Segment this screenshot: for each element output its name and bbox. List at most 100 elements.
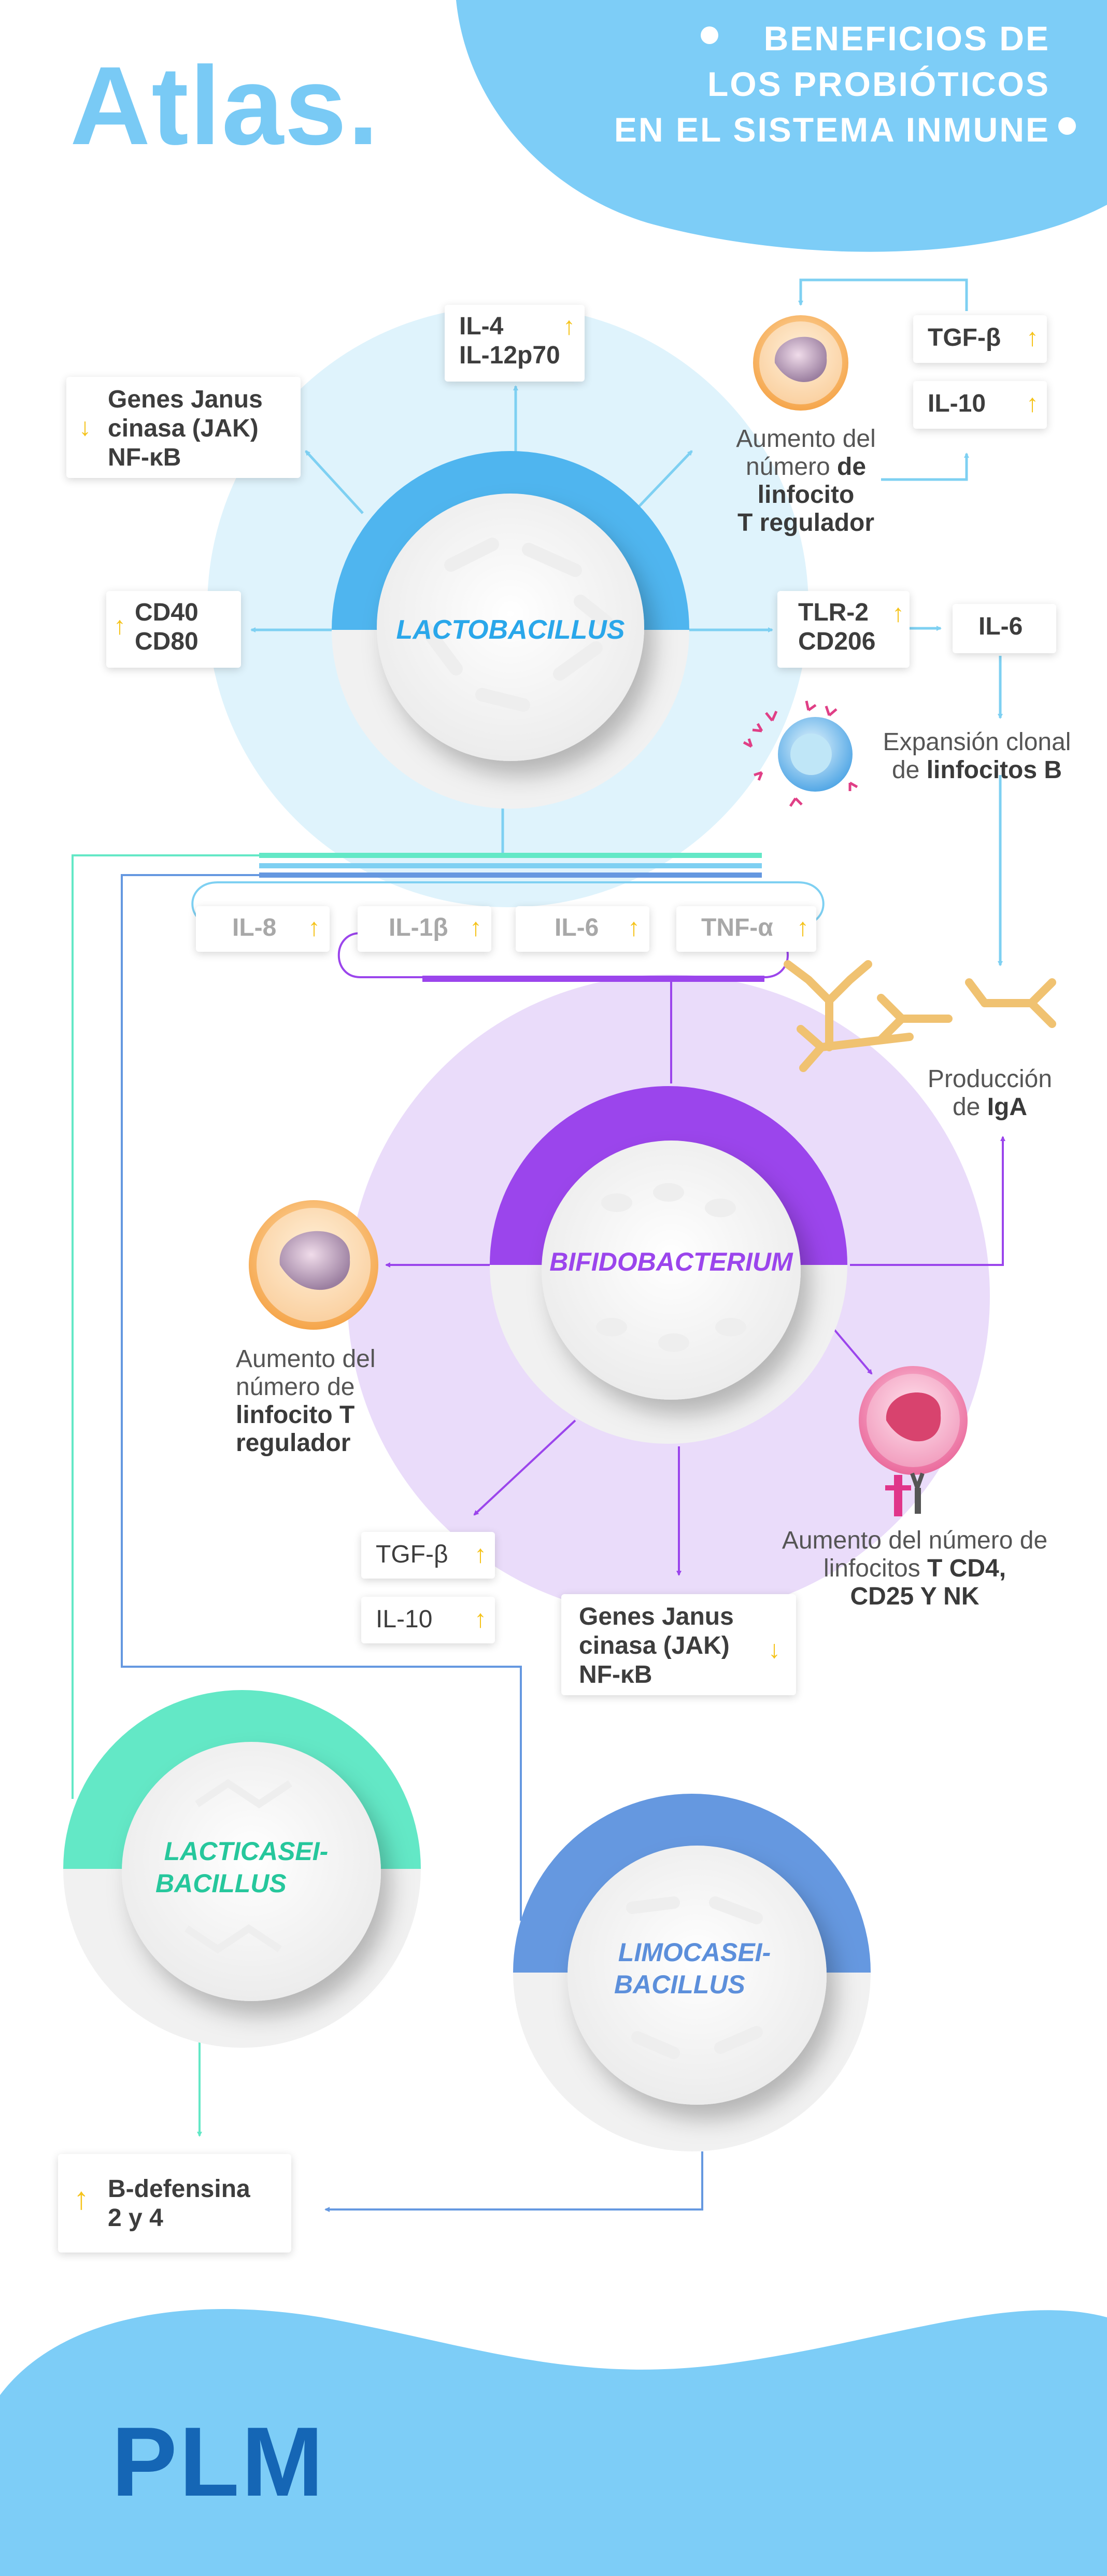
treg-label-bifido: Aumento del número de linfocito T regula… [236, 1345, 422, 1457]
limocasei-node [513, 1794, 871, 2151]
cytokine-il1b-box: IL-1β ↑ [358, 906, 491, 952]
cytokine-tnfa-label: TNF-α [701, 914, 773, 941]
jak-line-3: NF-κB [108, 444, 181, 471]
treg-cell-icon-bifido [249, 1200, 378, 1330]
cytokine-il1b-label: IL-1β [389, 914, 448, 941]
il10-box-lacto: IL-10 ↑ [913, 381, 1047, 429]
atlas-logo: Atlas. [70, 43, 380, 168]
jak-line-2: cinasa (JAK) [108, 415, 259, 442]
bifido-treg-line-3-text: linfocito T [236, 1401, 355, 1429]
down-arrow-icon: ↓ [768, 1636, 780, 1664]
limocasei-name: LIMOCASEI- BACILLUS [570, 1936, 819, 2001]
treg-line-2: número de [723, 453, 889, 481]
cytokine-il6-box: IL-6 ↑ [516, 906, 649, 952]
lacticasei-node [63, 1690, 421, 2048]
header-dot-1 [701, 26, 718, 44]
up-arrow-icon: ↑ [113, 612, 126, 640]
cytokine-il6-label: IL-6 [555, 914, 599, 941]
jak-genes-box-bifido: Genes Janus cinasa (JAK) NF-κB ↓ [561, 1594, 796, 1695]
bifido-tgf-label: TGF-β [376, 1541, 448, 1568]
up-arrow-icon: ↑ [892, 600, 904, 627]
up-arrow-icon: ↑ [474, 1541, 487, 1568]
bar-turquoise [259, 853, 762, 858]
limocasei-line-1: LIMOCASEI- [618, 1938, 771, 1967]
lactobacillus-name: LACTOBACILLUS [396, 615, 625, 645]
bifido-jak-line-1: Genes Janus [579, 1603, 734, 1630]
cd4-line-2b: T CD4, [927, 1555, 1006, 1582]
up-arrow-icon: ↑ [1026, 324, 1039, 351]
up-arrow-icon: ↑ [628, 914, 640, 941]
bifido-jak-line-3: NF-κB [579, 1661, 652, 1688]
cd80-label: CD80 [135, 628, 198, 655]
title-line-3: EN EL SISTEMA INMUNE [614, 110, 1050, 149]
bifido-treg-line-1: Aumento del [236, 1345, 376, 1373]
bar-blue [259, 872, 762, 878]
cd4-label: Aumento del número de linfocitos T CD4, … [754, 1527, 1075, 1611]
bifido-treg-line-4: regulador [236, 1429, 422, 1457]
treg-line-2a: número [745, 453, 838, 481]
cd4-line-2a: linfocitos [823, 1555, 928, 1582]
treg-line-3: linfocito [723, 481, 889, 509]
lactobacillus-node [332, 451, 689, 809]
title-line-1: BENEFICIOS DE [763, 19, 1050, 58]
iga-line-1: Producción [927, 1065, 1053, 1093]
up-arrow-icon: ↑ [308, 914, 320, 941]
cd4-line-3: CD25 Y NK [754, 1583, 1075, 1611]
bcell-line-2a: de [891, 756, 927, 784]
defensina-box: ↑ B-defensina 2 y 4 [58, 2154, 291, 2253]
treg-line-4-text: T regulador [737, 509, 875, 537]
il12p70-label: IL-12p70 [459, 342, 560, 369]
lacticasei-line-2: BACILLUS [155, 1869, 287, 1898]
cd4-cell-icon [859, 1366, 968, 1516]
treg-line-1: Aumento del [736, 425, 876, 453]
up-arrow-icon: ↑ [797, 914, 809, 941]
treg-cell-icon-lacto [753, 315, 848, 411]
il4-il12-box: IL-4 IL-12p70 ↑ [445, 305, 585, 382]
bifido-il10-label: IL-10 [376, 1606, 433, 1633]
treg-label-lacto: Aumento del número de linfocito T regula… [723, 425, 889, 537]
tgf-box-bifido: TGF-β ↑ [361, 1532, 495, 1579]
bcell-line-2b: linfocitos B [926, 756, 1062, 784]
cytokine-il8-box: IL-8 ↑ [196, 906, 330, 952]
up-arrow-icon: ↑ [470, 914, 482, 941]
lacticasei-line-1: LACTICASEI- [164, 1837, 329, 1866]
antibodies-icon [784, 960, 1056, 1072]
treg-line-4: T regulador [723, 509, 889, 537]
bcell-line-1: Expansión clonal [883, 728, 1071, 756]
bifidobacterium-node [490, 1086, 847, 1444]
iga-line-2: de IgA [902, 1093, 1078, 1121]
infographic-title: BENEFICIOS DE LOS PROBIÓTICOS EN EL SIST… [532, 16, 1050, 152]
cd40-label: CD40 [135, 599, 198, 626]
cytokine-tnfa-box: TNF-α ↑ [676, 906, 816, 952]
cytokine-il8-label: IL-8 [232, 914, 277, 941]
treg-line-3-text: linfocito [757, 481, 855, 509]
treg-line-2b: de [837, 453, 867, 481]
cd206-label: CD206 [798, 628, 876, 655]
lacticasei-name: LACTICASEI- BACILLUS [122, 1835, 371, 1899]
up-arrow-icon: ↑ [563, 313, 575, 340]
bar-purple [422, 976, 764, 982]
header-blob [456, 0, 1107, 252]
bcell-label: Expansión clonal de linfocitos B [855, 728, 1099, 784]
il6-label: IL-6 [978, 613, 1023, 640]
jak-line-1: Genes Janus [108, 386, 263, 413]
cd4-line-1: Aumento del número de [782, 1527, 1048, 1554]
bifido-treg-line-2: número de [236, 1373, 355, 1401]
bifido-treg-line-3: linfocito T [236, 1401, 422, 1429]
up-arrow-icon: ↑ [474, 1606, 487, 1633]
iga-line-2b: IgA [987, 1093, 1028, 1121]
bcell-line-2: de linfocitos B [855, 756, 1099, 784]
jak-genes-box-lacto: ↓ Genes Janus cinasa (JAK) NF-κB [66, 377, 301, 478]
plm-logo: PLM [111, 2407, 326, 2517]
il6-box-lacto: IL-6 [953, 604, 1056, 653]
tgf-box-lacto: TGF-β ↑ [913, 315, 1047, 363]
header-dot-2 [1058, 117, 1076, 135]
defensina-line-1: B-defensina [108, 2175, 250, 2203]
il10-box-bifido: IL-10 ↑ [361, 1597, 495, 1643]
bifido-treg-line-4-text: regulador [236, 1429, 351, 1457]
tgf-label: TGF-β [928, 324, 1001, 351]
up-arrow-icon: ↑ [74, 2181, 89, 2216]
down-arrow-icon: ↓ [79, 414, 91, 441]
